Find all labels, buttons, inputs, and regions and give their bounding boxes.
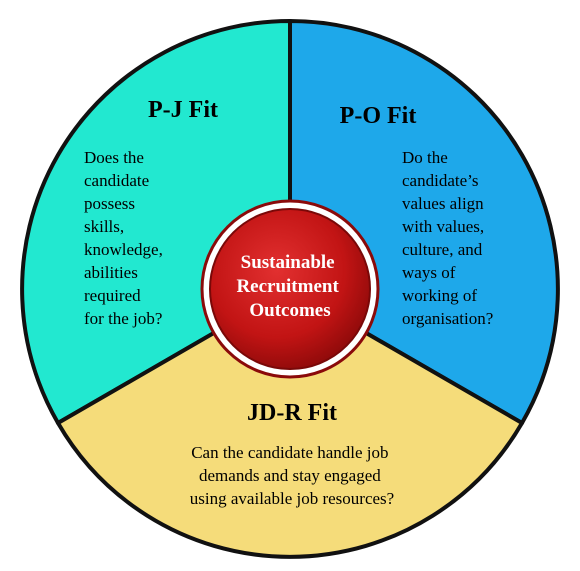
po-fit-line: culture, and: [402, 240, 483, 259]
pj-fit-line: knowledge,: [84, 240, 163, 259]
center-label-line: Recruitment: [236, 276, 339, 297]
pj-fit-line: required: [84, 286, 141, 305]
jdr-fit-text: Can the candidate handle job demands and…: [190, 443, 394, 508]
center-label: Sustainable Recruitment Outcomes: [236, 252, 343, 321]
pj-fit-line: for the job?: [84, 309, 162, 328]
po-fit-line: values align: [402, 194, 484, 213]
jdr-fit-line: Can the candidate handle job: [191, 443, 388, 462]
po-fit-title: P-O Fit: [340, 103, 417, 129]
po-fit-line: with values,: [402, 217, 484, 236]
po-fit-line: ways of: [402, 263, 456, 282]
pj-fit-line: abilities: [84, 263, 138, 282]
jdr-fit-title: JD-R Fit: [247, 400, 337, 426]
jdr-fit-line: demands and stay engaged: [199, 466, 381, 485]
jdr-fit-segment: [56, 287, 524, 559]
center-circle: [209, 208, 371, 370]
center-label-line: Outcomes: [249, 300, 330, 321]
pj-fit-text: Does the candidate possess skills, knowl…: [84, 148, 167, 328]
pj-fit-line: skills,: [84, 217, 124, 236]
po-fit-line: organisation?: [402, 309, 493, 328]
pj-fit-line: candidate: [84, 171, 149, 190]
po-fit-line: working of: [402, 286, 477, 305]
pj-fit-line: possess: [84, 194, 135, 213]
pj-fit-line: Does the: [84, 148, 144, 167]
jdr-fit-line: using available job resources?: [190, 489, 394, 508]
po-fit-line: candidate’s: [402, 171, 478, 190]
center-label-line: Sustainable: [241, 252, 335, 273]
po-fit-text: Do the candidate’s values align with val…: [402, 148, 493, 328]
po-fit-line: Do the: [402, 148, 448, 167]
pj-fit-title: P-J Fit: [148, 97, 218, 123]
